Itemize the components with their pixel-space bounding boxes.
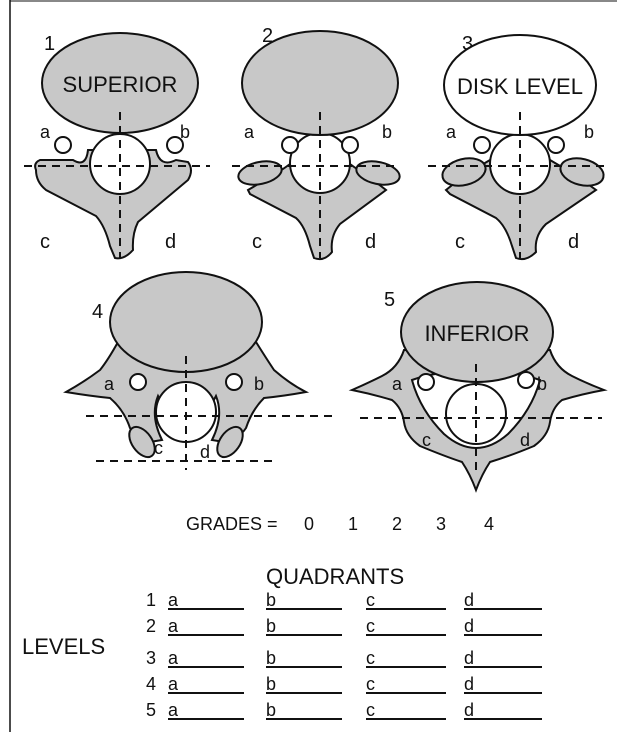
table-cell-label: b: [266, 674, 276, 694]
figure-5-foramen-a: [418, 374, 434, 390]
table-title: QUADRANTS: [266, 564, 404, 589]
table-cell-label: b: [266, 700, 276, 720]
figure-1-quadrant-a: a: [40, 122, 51, 142]
table-cell-label: c: [366, 674, 375, 694]
figure-3-quadrant-d: d: [568, 231, 579, 253]
table-row-number: 3: [146, 648, 156, 668]
figure-5: 5 INFERIOR a b c d: [352, 282, 604, 490]
figure-4-quadrant-c: c: [154, 438, 163, 458]
figure-4-quadrant-b: b: [254, 374, 264, 394]
table-cell-label: b: [266, 590, 276, 610]
table-cell-label: a: [168, 674, 179, 694]
figure-3-quadrant-c: c: [455, 231, 465, 253]
table-cell-label: c: [366, 700, 375, 720]
figure-1-foramen-a: [55, 137, 71, 153]
figure-2-foramen-a: [282, 137, 298, 153]
figure-4-number: 4: [92, 301, 103, 323]
table-side-label: LEVELS: [22, 634, 105, 659]
figure-3-foramen-b: [548, 137, 564, 153]
figure-2-foramen-b: [342, 137, 358, 153]
figure-2-quadrant-b: b: [382, 122, 392, 142]
figure-1-quadrant-d: d: [165, 231, 176, 253]
figure-1-quadrant-b: b: [180, 122, 190, 142]
table-row-number: 2: [146, 616, 156, 636]
figure-3-body-label: DISK LEVEL: [457, 74, 583, 99]
figure-5-foramen-b: [518, 372, 534, 388]
figure-4-foramen-b: [226, 374, 242, 390]
table-cell-label: a: [168, 648, 179, 668]
figure-5-quadrant-d: d: [520, 430, 530, 450]
figure-2-quadrant-c: c: [252, 231, 262, 253]
figure-5-quadrant-b: b: [537, 374, 547, 394]
figure-5-quadrant-a: a: [392, 374, 403, 394]
table-row-number: 4: [146, 674, 156, 694]
table-cell-label: d: [464, 616, 474, 636]
table-cell-label: d: [464, 674, 474, 694]
grades-scale: GRADES = 0 1 2 3 4: [186, 514, 494, 534]
figure-4-quadrant-a: a: [104, 374, 115, 394]
grade-value: 3: [436, 514, 446, 534]
table-cell-label: c: [366, 648, 375, 668]
table-row-number: 5: [146, 700, 156, 720]
figure-4-foramen-a: [130, 374, 146, 390]
figure-3-quadrant-a: a: [446, 122, 457, 142]
table-cell-label: a: [168, 616, 179, 636]
figure-1-number: 1: [44, 33, 55, 55]
figure-2-quadrant-d: d: [365, 231, 376, 253]
figure-2: 2 a b c d: [232, 25, 402, 259]
table-cell-label: d: [464, 590, 474, 610]
figure-2-quadrant-a: a: [244, 122, 255, 142]
figure-3: 3 DISK LEVEL a b c d: [428, 33, 606, 259]
table-cell-label: a: [168, 590, 179, 610]
figure-1: 1 SUPERIOR a b c d: [24, 33, 210, 258]
table-cell-label: c: [366, 590, 375, 610]
figure-5-body-label: INFERIOR: [424, 321, 529, 346]
grade-value: 1: [348, 514, 358, 534]
figure-1-body-label: SUPERIOR: [63, 72, 178, 97]
table-row-number: 1: [146, 590, 156, 610]
table-cell-label: d: [464, 648, 474, 668]
figure-3-foramen-a: [474, 137, 490, 153]
table-cell-label: a: [168, 700, 179, 720]
grade-value: 0: [304, 514, 314, 534]
figure-5-number: 5: [384, 289, 395, 311]
grade-value: 4: [484, 514, 494, 534]
figure-4-quadrant-d: d: [200, 442, 210, 462]
grade-value: 2: [392, 514, 402, 534]
table-cell-label: d: [464, 700, 474, 720]
figure-3-quadrant-b: b: [584, 122, 594, 142]
figure-4: 4 a b c d: [66, 272, 332, 470]
table-cell-label: b: [266, 616, 276, 636]
figure-1-quadrant-c: c: [40, 231, 50, 253]
table-cell-label: c: [366, 616, 375, 636]
figure-5-quadrant-c: c: [422, 430, 431, 450]
table-cell-label: b: [266, 648, 276, 668]
grades-label: GRADES =: [186, 514, 278, 534]
